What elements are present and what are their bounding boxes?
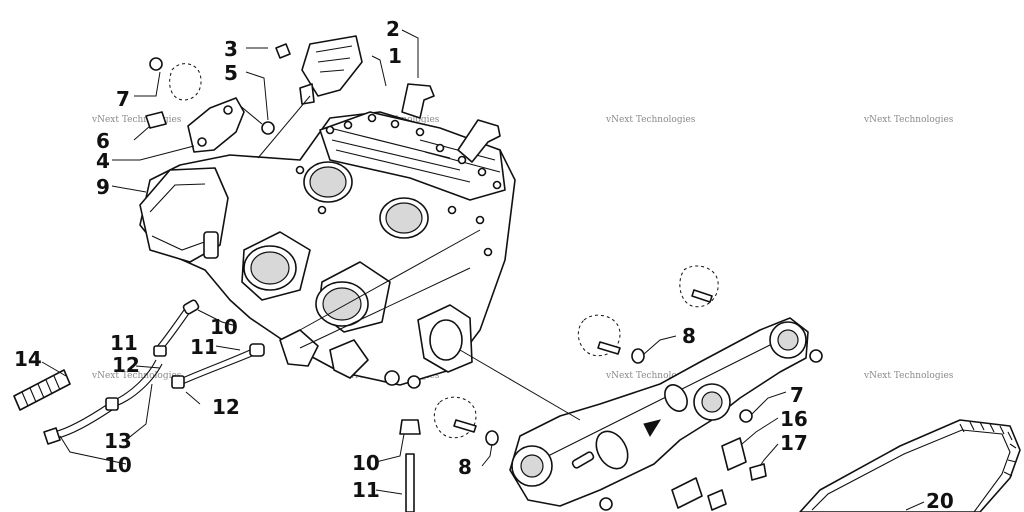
callout-12: 12 — [112, 353, 140, 377]
engine-mount-plate — [433, 265, 823, 511]
engine-assembly — [139, 83, 516, 389]
callout-8: 8 — [458, 455, 472, 479]
watermark: vNext Technologies — [605, 115, 696, 125]
callout-14: 14 — [14, 347, 42, 371]
watermark: vNext Technologies — [91, 115, 182, 125]
drive-belt — [799, 419, 1021, 512]
callout-12: 12 — [212, 395, 240, 419]
upper-mount-parts — [145, 35, 363, 153]
callout-8: 8 — [682, 324, 696, 348]
callout-2: 2 — [386, 17, 400, 41]
callout-labels: 2 1 3 5 7 6 4 9 10 11 11 12 14 12 13 10 … — [14, 17, 954, 512]
callout-6: 6 — [96, 129, 110, 153]
hose-assembly — [13, 299, 265, 445]
spring-part — [13, 369, 71, 411]
callout-7: 7 — [790, 383, 804, 407]
callout-10: 10 — [210, 315, 238, 339]
lower-hose — [399, 419, 421, 512]
leader-lines — [41, 29, 925, 511]
callout-1: 1 — [388, 44, 402, 68]
callout-11: 11 — [110, 331, 138, 355]
watermark: vNext Technologies — [863, 115, 954, 125]
head-bolts — [295, 113, 502, 257]
callout-11: 11 — [190, 335, 218, 359]
watermark: vNext Technologies — [91, 371, 182, 381]
callout-10: 10 — [104, 453, 132, 477]
watermark: vNext Technologies — [863, 371, 954, 381]
callout-17: 17 — [780, 431, 808, 455]
callout-7: 7 — [116, 87, 130, 111]
callout-16: 16 — [780, 407, 808, 431]
callout-5: 5 — [224, 61, 238, 85]
callout-20: 20 — [926, 489, 954, 512]
callout-9: 9 — [96, 175, 110, 199]
callout-10: 10 — [352, 451, 380, 475]
callout-3: 3 — [224, 37, 238, 61]
callout-13: 13 — [104, 429, 132, 453]
callout-11: 11 — [352, 478, 380, 502]
watermark: vNext Technologies — [605, 371, 696, 381]
callout-4: 4 — [96, 149, 110, 173]
